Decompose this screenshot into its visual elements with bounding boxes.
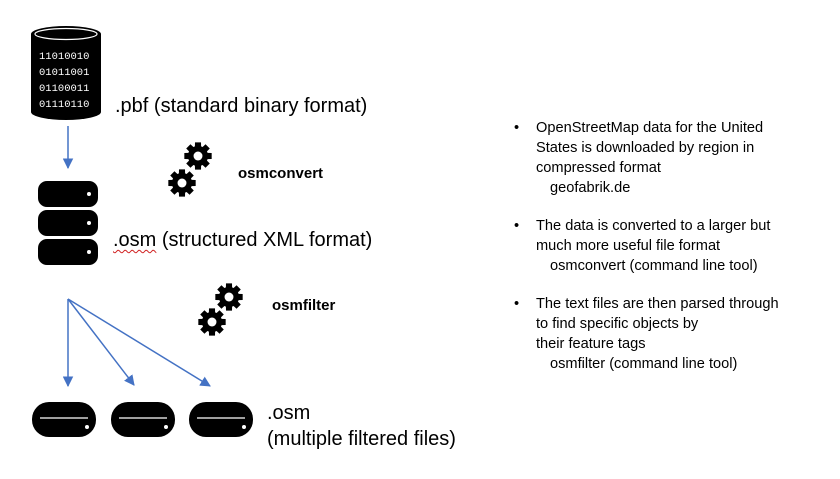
osmconvert-label: osmconvert [238, 165, 324, 182]
filtered-file-disk-icon [189, 402, 253, 437]
bullet-text-line: their feature tags [536, 336, 646, 352]
bullet-dot-icon: • [514, 296, 520, 312]
bullet-text-line: The text files are then parsed through [536, 296, 779, 312]
osm-format-label: .osm (structured XML format) [113, 229, 372, 252]
binary-line: 01011001 [39, 67, 89, 79]
pbf-database-icon: 11010010 01011001 01100011 01110110 [31, 26, 101, 120]
bullet-subtext: osmconvert (command line tool) [550, 258, 758, 274]
bullet-item: • The text files are then parsed through… [514, 294, 814, 374]
gear-icon [198, 308, 226, 336]
pbf-format-label: .pbf (standard binary format) [115, 95, 368, 117]
bullet-subtext: osmfilter (command line tool) [550, 356, 738, 372]
binary-line: 11010010 [39, 51, 89, 63]
filtered-file-disk-icon [32, 402, 96, 437]
output-osm-label: .osm [267, 402, 311, 424]
description-bullet-list: • OpenStreetMap data for the United Stat… [514, 118, 814, 392]
osm-format-description: (structured XML format) [156, 229, 373, 251]
binary-line: 01110110 [39, 99, 89, 111]
arrow-to-file-3 [67, 298, 211, 387]
osm-server-stack-icon [38, 181, 98, 265]
bullet-text-line: much more useful file format [536, 238, 721, 254]
bullet-text-line: States is downloaded by region in [536, 140, 755, 156]
filtered-file-disk-icon [111, 402, 175, 437]
gear-icon [168, 169, 196, 197]
arrow-to-file-2 [67, 298, 135, 386]
gear-icon [184, 142, 212, 170]
bullet-text-line: to find specific objects by [536, 316, 699, 332]
bullet-item: • The data is converted to a larger but … [514, 216, 814, 276]
bullet-dot-icon: • [514, 218, 520, 234]
bullet-text-line: The data is converted to a larger but [536, 218, 771, 234]
bullet-item: • OpenStreetMap data for the United Stat… [514, 118, 814, 198]
bullet-subtext: geofabrik.de [550, 180, 631, 196]
osm-extension-text: .osm [113, 229, 157, 251]
bullet-dot-icon: • [514, 120, 520, 136]
bullet-text-line: compressed format [536, 160, 661, 176]
osmfilter-label: osmfilter [272, 297, 336, 314]
bullet-text-line: OpenStreetMap data for the United [536, 120, 764, 136]
output-files-label: (multiple filtered files) [267, 428, 456, 450]
gear-icon [215, 283, 243, 311]
binary-line: 01100011 [39, 83, 89, 95]
